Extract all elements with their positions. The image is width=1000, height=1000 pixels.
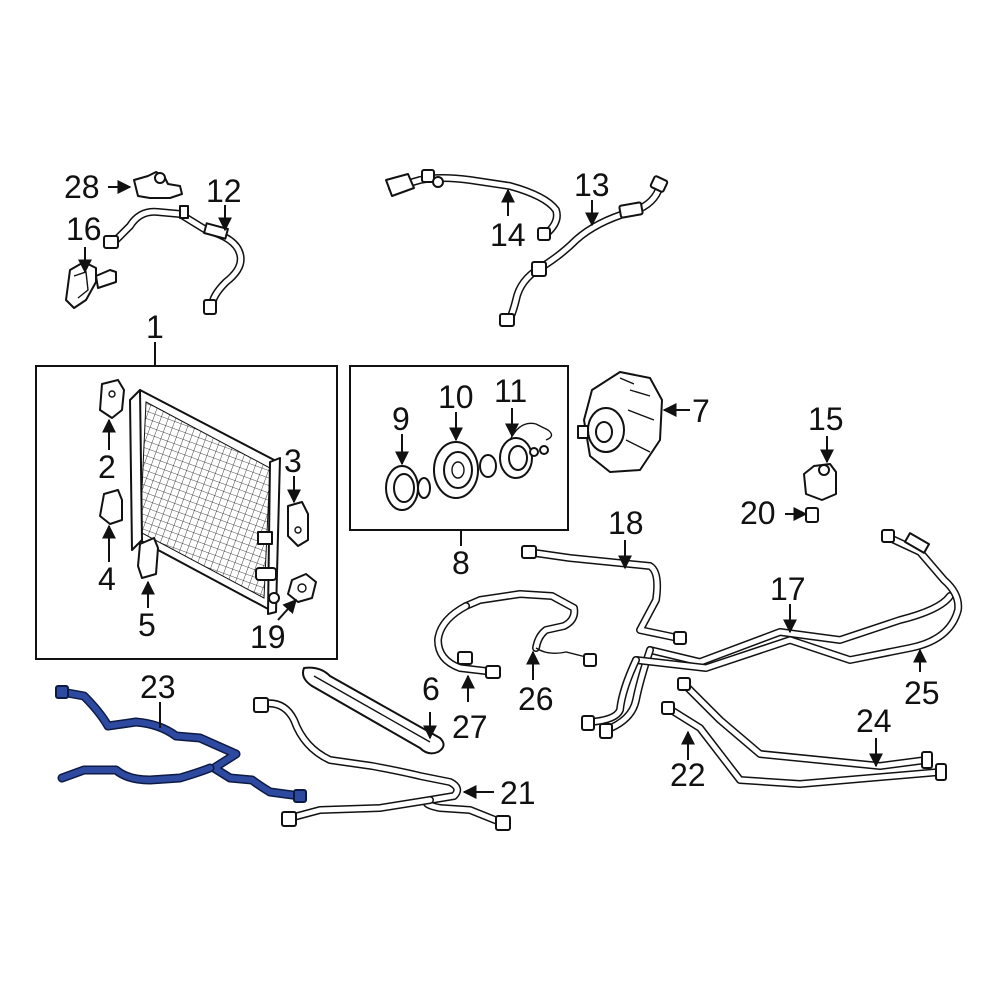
part-2-bracket[interactable] (99, 379, 125, 419)
callout-22: 22 (670, 757, 706, 793)
callout-labels: 28 12 16 13 14 1 2 3 4 5 19 9 10 11 8 7 … (64, 167, 940, 811)
callout-12: 12 (206, 173, 242, 209)
callout-3: 3 (284, 443, 302, 479)
part-3-bracket[interactable] (287, 501, 309, 547)
callout-10: 10 (438, 379, 474, 415)
part-6-seal-strip[interactable] (302, 666, 445, 755)
part-16-bracket[interactable] (65, 261, 117, 309)
part-20-valve[interactable] (805, 507, 819, 523)
part-25-ac-line[interactable] (581, 529, 963, 731)
callout-15: 15 (808, 401, 844, 437)
callout-23: 23 (140, 669, 176, 705)
part-14-ac-hose[interactable] (385, 169, 561, 241)
callout-26: 26 (518, 681, 554, 717)
callout-28: 28 (64, 169, 100, 205)
part-17-ac-line[interactable] (599, 592, 954, 739)
condenser-group-box (35, 365, 338, 660)
part-21-ac-line[interactable] (253, 697, 511, 831)
callout-21: 21 (500, 775, 536, 811)
part-18-ac-line[interactable] (521, 545, 687, 645)
callout-25: 25 (904, 675, 940, 711)
callout-13: 13 (574, 167, 610, 203)
callout-17: 17 (770, 571, 806, 607)
callout-27: 27 (452, 709, 488, 745)
callout-8: 8 (452, 545, 470, 581)
callout-1: 1 (146, 309, 164, 345)
callout-5: 5 (138, 607, 156, 643)
part-12-ac-line[interactable] (103, 205, 245, 315)
callout-4: 4 (98, 561, 116, 597)
part-1-condenser[interactable] (129, 389, 281, 615)
callout-19: 19 (250, 619, 286, 655)
part-7-compressor[interactable] (577, 371, 663, 473)
part-11-field-coil[interactable] (499, 422, 553, 479)
callout-16: 16 (66, 211, 102, 247)
callout-7: 7 (692, 393, 710, 429)
callout-20: 20 (740, 495, 776, 531)
callout-24: 24 (856, 703, 892, 739)
callout-11: 11 (494, 373, 527, 409)
callout-14: 14 (490, 217, 526, 253)
part-26-ac-line[interactable] (535, 647, 597, 667)
part-24-ac-line[interactable] (677, 677, 933, 770)
part-4-bracket[interactable] (99, 489, 123, 525)
part-10-pulley[interactable] (433, 441, 497, 499)
part-22-ac-line[interactable] (661, 701, 947, 788)
callout-18: 18 (608, 505, 644, 541)
leader-lines (78, 180, 927, 799)
part-5-bracket[interactable] (137, 537, 159, 579)
clutch-group-box (349, 365, 569, 531)
part-13-ac-hose[interactable] (499, 175, 669, 327)
callout-2: 2 (98, 449, 116, 485)
part-19-fitting[interactable] (287, 573, 317, 603)
part-9-clutch-plate[interactable] (385, 465, 431, 511)
callout-6: 6 (422, 671, 440, 707)
part-15-switch[interactable] (803, 463, 837, 501)
part-28-sensor[interactable] (133, 171, 183, 199)
part-27-ac-line[interactable] (434, 590, 579, 679)
callout-9: 9 (392, 401, 410, 437)
part-23-ac-line-highlighted[interactable] (55, 685, 307, 803)
